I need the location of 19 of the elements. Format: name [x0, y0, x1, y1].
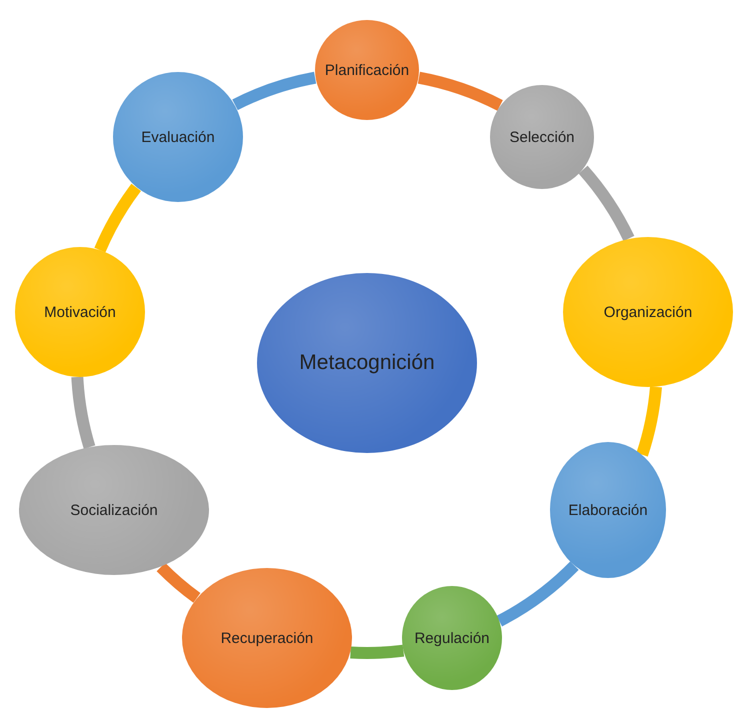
connector-arc [350, 644, 404, 659]
node-label: Elaboración [567, 502, 649, 518]
node-label: Evaluación [140, 128, 216, 146]
connector-arc [636, 386, 662, 456]
connector-arc [94, 184, 142, 253]
node-label: Planificación [324, 62, 410, 78]
connector-arc [156, 562, 201, 603]
node-label: Socialización [69, 502, 159, 518]
node-label: Motivación [43, 304, 117, 320]
connector-arc [578, 166, 634, 242]
connector-arc [496, 561, 579, 626]
node-label: Selección [508, 128, 576, 146]
node-label: Organización [602, 304, 694, 320]
connector-arc [71, 376, 96, 449]
connector-arc [418, 72, 503, 111]
connector-arc [232, 72, 316, 110]
node-label: Metacognición [298, 351, 436, 375]
node-label: Recuperación [220, 630, 314, 646]
node-label: Regulación [413, 630, 491, 646]
